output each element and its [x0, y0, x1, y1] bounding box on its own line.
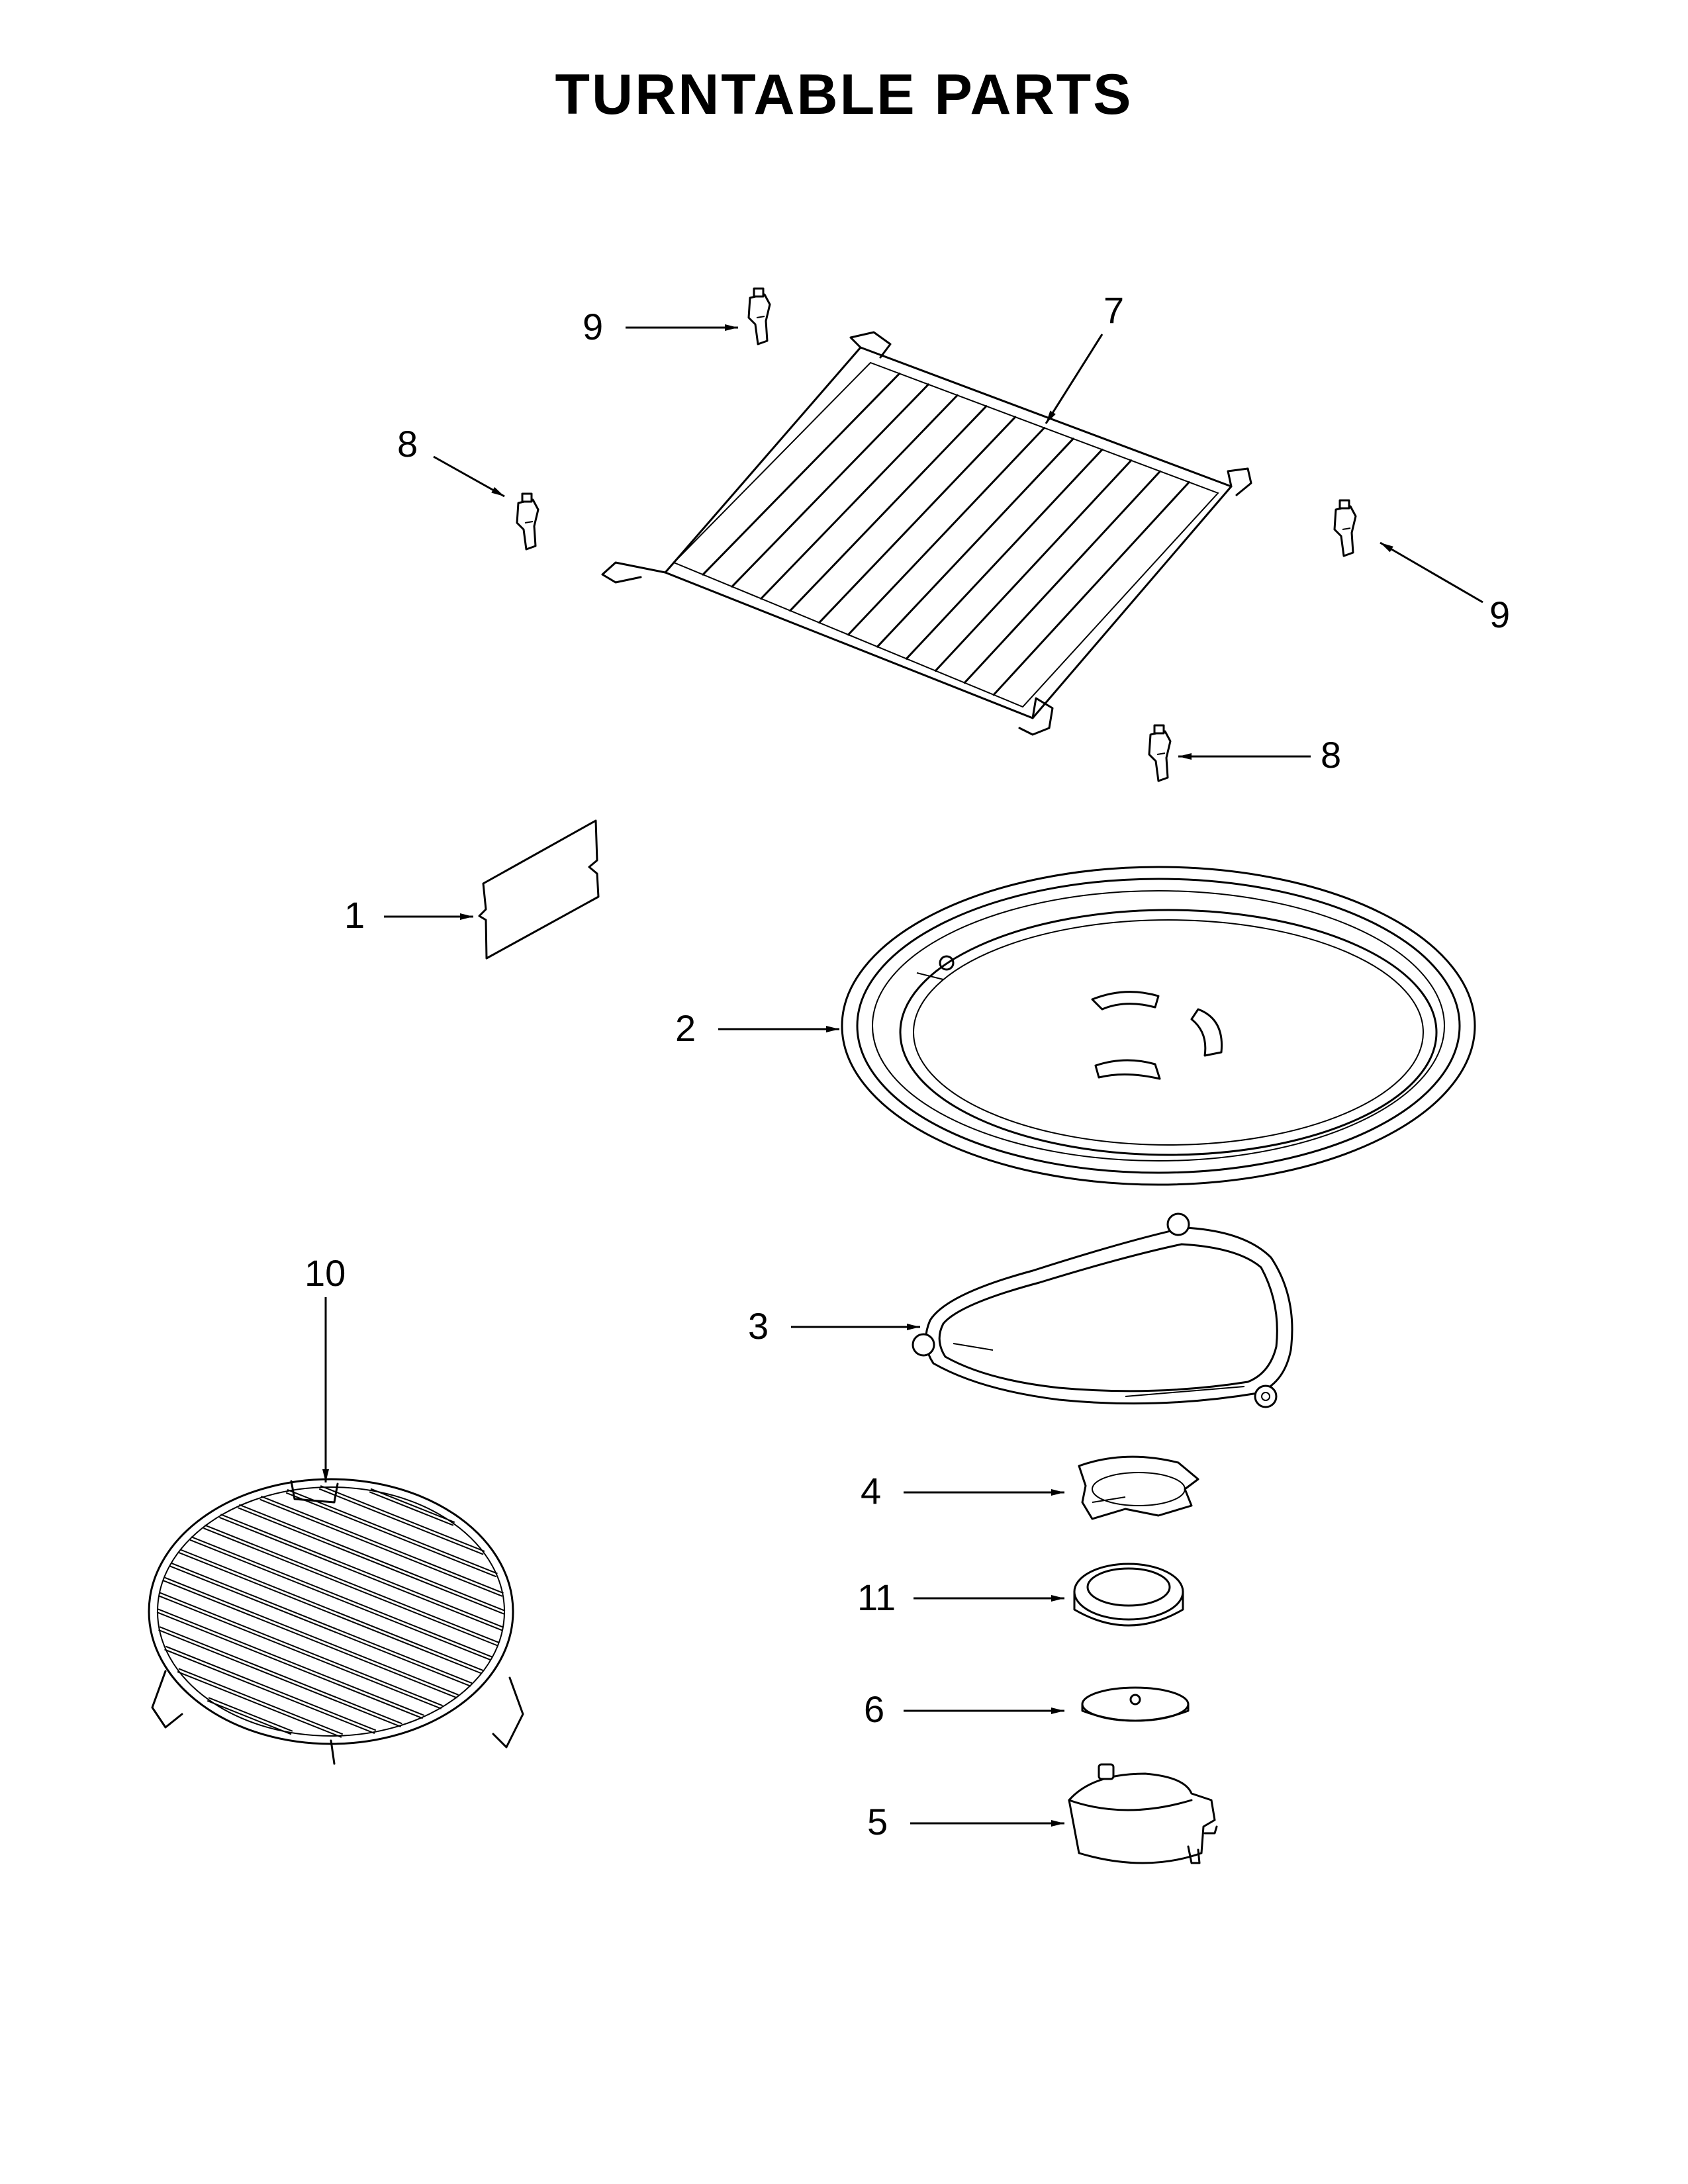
- glass-tray-part-2: [841, 866, 1476, 1186]
- round-rack-bar: [318, 1488, 484, 1555]
- tray-hub-segment-3: [1190, 1008, 1223, 1057]
- round-rack-bar: [179, 1549, 484, 1672]
- rack-bar: [905, 448, 1103, 660]
- rack-bar: [847, 427, 1045, 636]
- round-rack-bar: [219, 1516, 502, 1631]
- round-rack-bar: [158, 1629, 401, 1728]
- round-rack-bar: [164, 1649, 375, 1735]
- callout-5: 5: [867, 1801, 888, 1843]
- clip-part-9-top: [747, 287, 771, 345]
- tray-hub-segment-1: [1094, 1059, 1161, 1080]
- round-rack-bar: [177, 1671, 342, 1738]
- round-rack-bar: [169, 1565, 471, 1687]
- round-rack-bar: [320, 1485, 485, 1552]
- round-rack-bar: [259, 1498, 503, 1597]
- round-rack-bar: [159, 1626, 402, 1725]
- callout-3: 3: [748, 1305, 769, 1347]
- spacer-disc-part-6: [1081, 1686, 1190, 1722]
- round-rack-bar: [261, 1495, 504, 1594]
- round-rack-bar: [208, 1697, 293, 1732]
- clip-part-9-right: [1333, 499, 1357, 557]
- round-rack-bar: [369, 1491, 454, 1526]
- round-rack-part-10: [148, 1478, 524, 1765]
- roller-ring-part-3: [912, 1212, 1293, 1408]
- round-rack-bar: [178, 1668, 344, 1735]
- callout-8-right: 8: [1321, 734, 1341, 776]
- rack-bar: [731, 383, 929, 588]
- callout-1: 1: [344, 894, 365, 936]
- callout-9-right: 9: [1489, 594, 1510, 635]
- round-rack-bar: [164, 1576, 459, 1696]
- rack-bar: [992, 481, 1190, 696]
- rack-bar: [760, 394, 959, 600]
- callout-7: 7: [1103, 289, 1124, 331]
- leader-9-right: [1380, 541, 1483, 604]
- round-rack-bar: [287, 1488, 498, 1574]
- callout-8-left: 8: [397, 423, 418, 465]
- round-rack-bar: [204, 1524, 500, 1643]
- coupler-part-4: [1078, 1455, 1199, 1520]
- rack-bar: [818, 416, 1017, 624]
- round-rack-bar: [285, 1492, 496, 1578]
- round-rack-bar: [158, 1595, 442, 1709]
- clip-part-8-right: [1148, 724, 1172, 782]
- round-rack-bar: [220, 1514, 504, 1628]
- rack-bars: [702, 372, 1190, 696]
- round-rack-bar: [162, 1580, 458, 1699]
- leader-8-left: [433, 455, 505, 498]
- round-rack-bars: [156, 1485, 506, 1738]
- round-rack-bar: [207, 1700, 292, 1735]
- callout-2: 2: [675, 1007, 696, 1049]
- round-rack-bar: [191, 1536, 492, 1658]
- round-rack-bar: [203, 1527, 498, 1647]
- leader-7: [1045, 334, 1103, 424]
- round-rack-bar: [239, 1504, 506, 1612]
- page-title: TURNTABLE PARTS: [555, 63, 1133, 126]
- rack-bar: [963, 470, 1161, 684]
- callout-9-top: 9: [583, 306, 603, 347]
- rack-bar: [876, 437, 1074, 648]
- round-rack-bar: [158, 1608, 424, 1716]
- rack-bar: [789, 405, 988, 612]
- callout-11: 11: [857, 1576, 896, 1618]
- round-rack-bar: [370, 1488, 455, 1524]
- rack-bar: [702, 372, 901, 576]
- round-rack-bar: [178, 1551, 483, 1674]
- rack-bar: [934, 459, 1133, 672]
- callout-10: 10: [305, 1252, 346, 1294]
- round-rack-bar: [189, 1539, 492, 1661]
- wire-rack-part-7: [601, 331, 1252, 736]
- clip-part-8-left: [516, 492, 539, 551]
- label-card-part-1: [478, 819, 600, 960]
- motor-part-5: [1068, 1763, 1218, 1864]
- round-rack-bar: [165, 1645, 377, 1731]
- round-rack-bar: [238, 1507, 504, 1615]
- callout-4: 4: [861, 1470, 881, 1512]
- support-ring-part-11: [1073, 1563, 1184, 1627]
- tray-hub-segment-2: [1091, 991, 1160, 1011]
- round-rack-bar: [156, 1612, 423, 1719]
- callout-6: 6: [864, 1688, 884, 1730]
- round-rack-bar: [170, 1562, 473, 1684]
- round-rack-bar: [160, 1592, 443, 1707]
